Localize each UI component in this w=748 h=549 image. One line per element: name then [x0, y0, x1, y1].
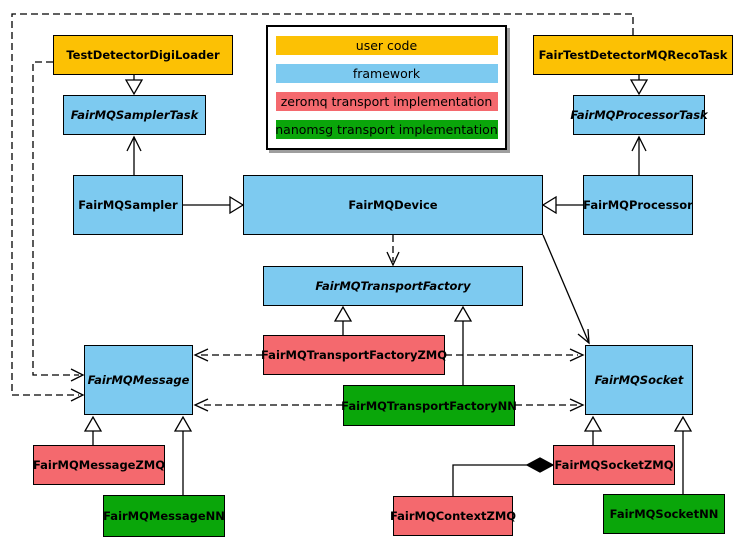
node-fairmq-context-zmq: FairMQContextZMQ — [390, 496, 516, 536]
edge-factoryzmq-message — [193, 348, 263, 362]
legend-box: user code framework zeromq transport imp… — [266, 25, 507, 150]
legend-item-user-code: user code — [275, 36, 498, 55]
edge-contextzmq-socketzmq — [452, 457, 555, 496]
edge-digiloader-samplertask — [124, 75, 144, 96]
node-fairmq-transport-factory-zmq: FairMQTransportFactoryZMQ — [261, 335, 447, 375]
node-fair-test-detector-mq-reco-task: FairTestDetectorMQRecoTask — [533, 35, 733, 75]
edge-socketnn-socket — [673, 415, 693, 494]
edge-messagenn-message — [173, 415, 193, 495]
node-fairmq-processor: FairMQProcessor — [583, 175, 693, 235]
edge-factoryzmq-factory — [333, 305, 353, 335]
edge-messagezmq-message — [83, 415, 103, 445]
edge-device-transportfactory — [386, 235, 400, 267]
legend-item-framework: framework — [275, 64, 498, 83]
node-fairmq-device: FairMQDevice — [243, 175, 543, 235]
edge-factorynn-factory — [453, 305, 473, 385]
edge-processor-device — [541, 195, 583, 215]
edge-factorynn-message — [193, 398, 343, 412]
edge-sampler-samplertask — [126, 135, 142, 175]
node-fairmq-transport-factory: FairMQTransportFactory — [263, 266, 523, 306]
node-test-detector-digi-loader: TestDetectorDigiLoader — [53, 35, 233, 75]
edge-factorynn-socket — [515, 398, 585, 412]
node-fairmq-socket: FairMQSocket — [585, 345, 693, 415]
node-fairmq-message: FairMQMessage — [84, 345, 193, 415]
node-fairmq-sampler-task: FairMQSamplerTask — [63, 95, 206, 135]
node-fairmq-message-zmq: FairMQMessageZMQ — [33, 445, 165, 485]
edge-factoryzmq-socket — [445, 348, 585, 362]
edge-socketzmq-socket — [583, 415, 603, 445]
node-fairmq-transport-factory-nn: FairMQTransportFactoryNN — [341, 385, 517, 426]
node-fairmq-sampler: FairMQSampler — [73, 175, 183, 235]
edge-device-socket — [542, 234, 590, 345]
node-fairmq-socket-zmq: FairMQSocketZMQ — [553, 445, 675, 485]
edge-processor-processortask — [631, 135, 647, 175]
edge-sampler-device — [183, 195, 245, 215]
node-fairmq-message-nn: FairMQMessageNN — [103, 495, 225, 537]
legend-item-nanomsg: nanomsg transport implementation — [275, 120, 498, 139]
node-fairmq-socket-nn: FairMQSocketNN — [603, 494, 725, 534]
node-fairmq-processor-task: FairMQProcessorTask — [570, 95, 708, 135]
edge-recotask-processortask — [629, 75, 649, 96]
legend-item-zeromq: zeromq transport implementation — [275, 92, 498, 111]
